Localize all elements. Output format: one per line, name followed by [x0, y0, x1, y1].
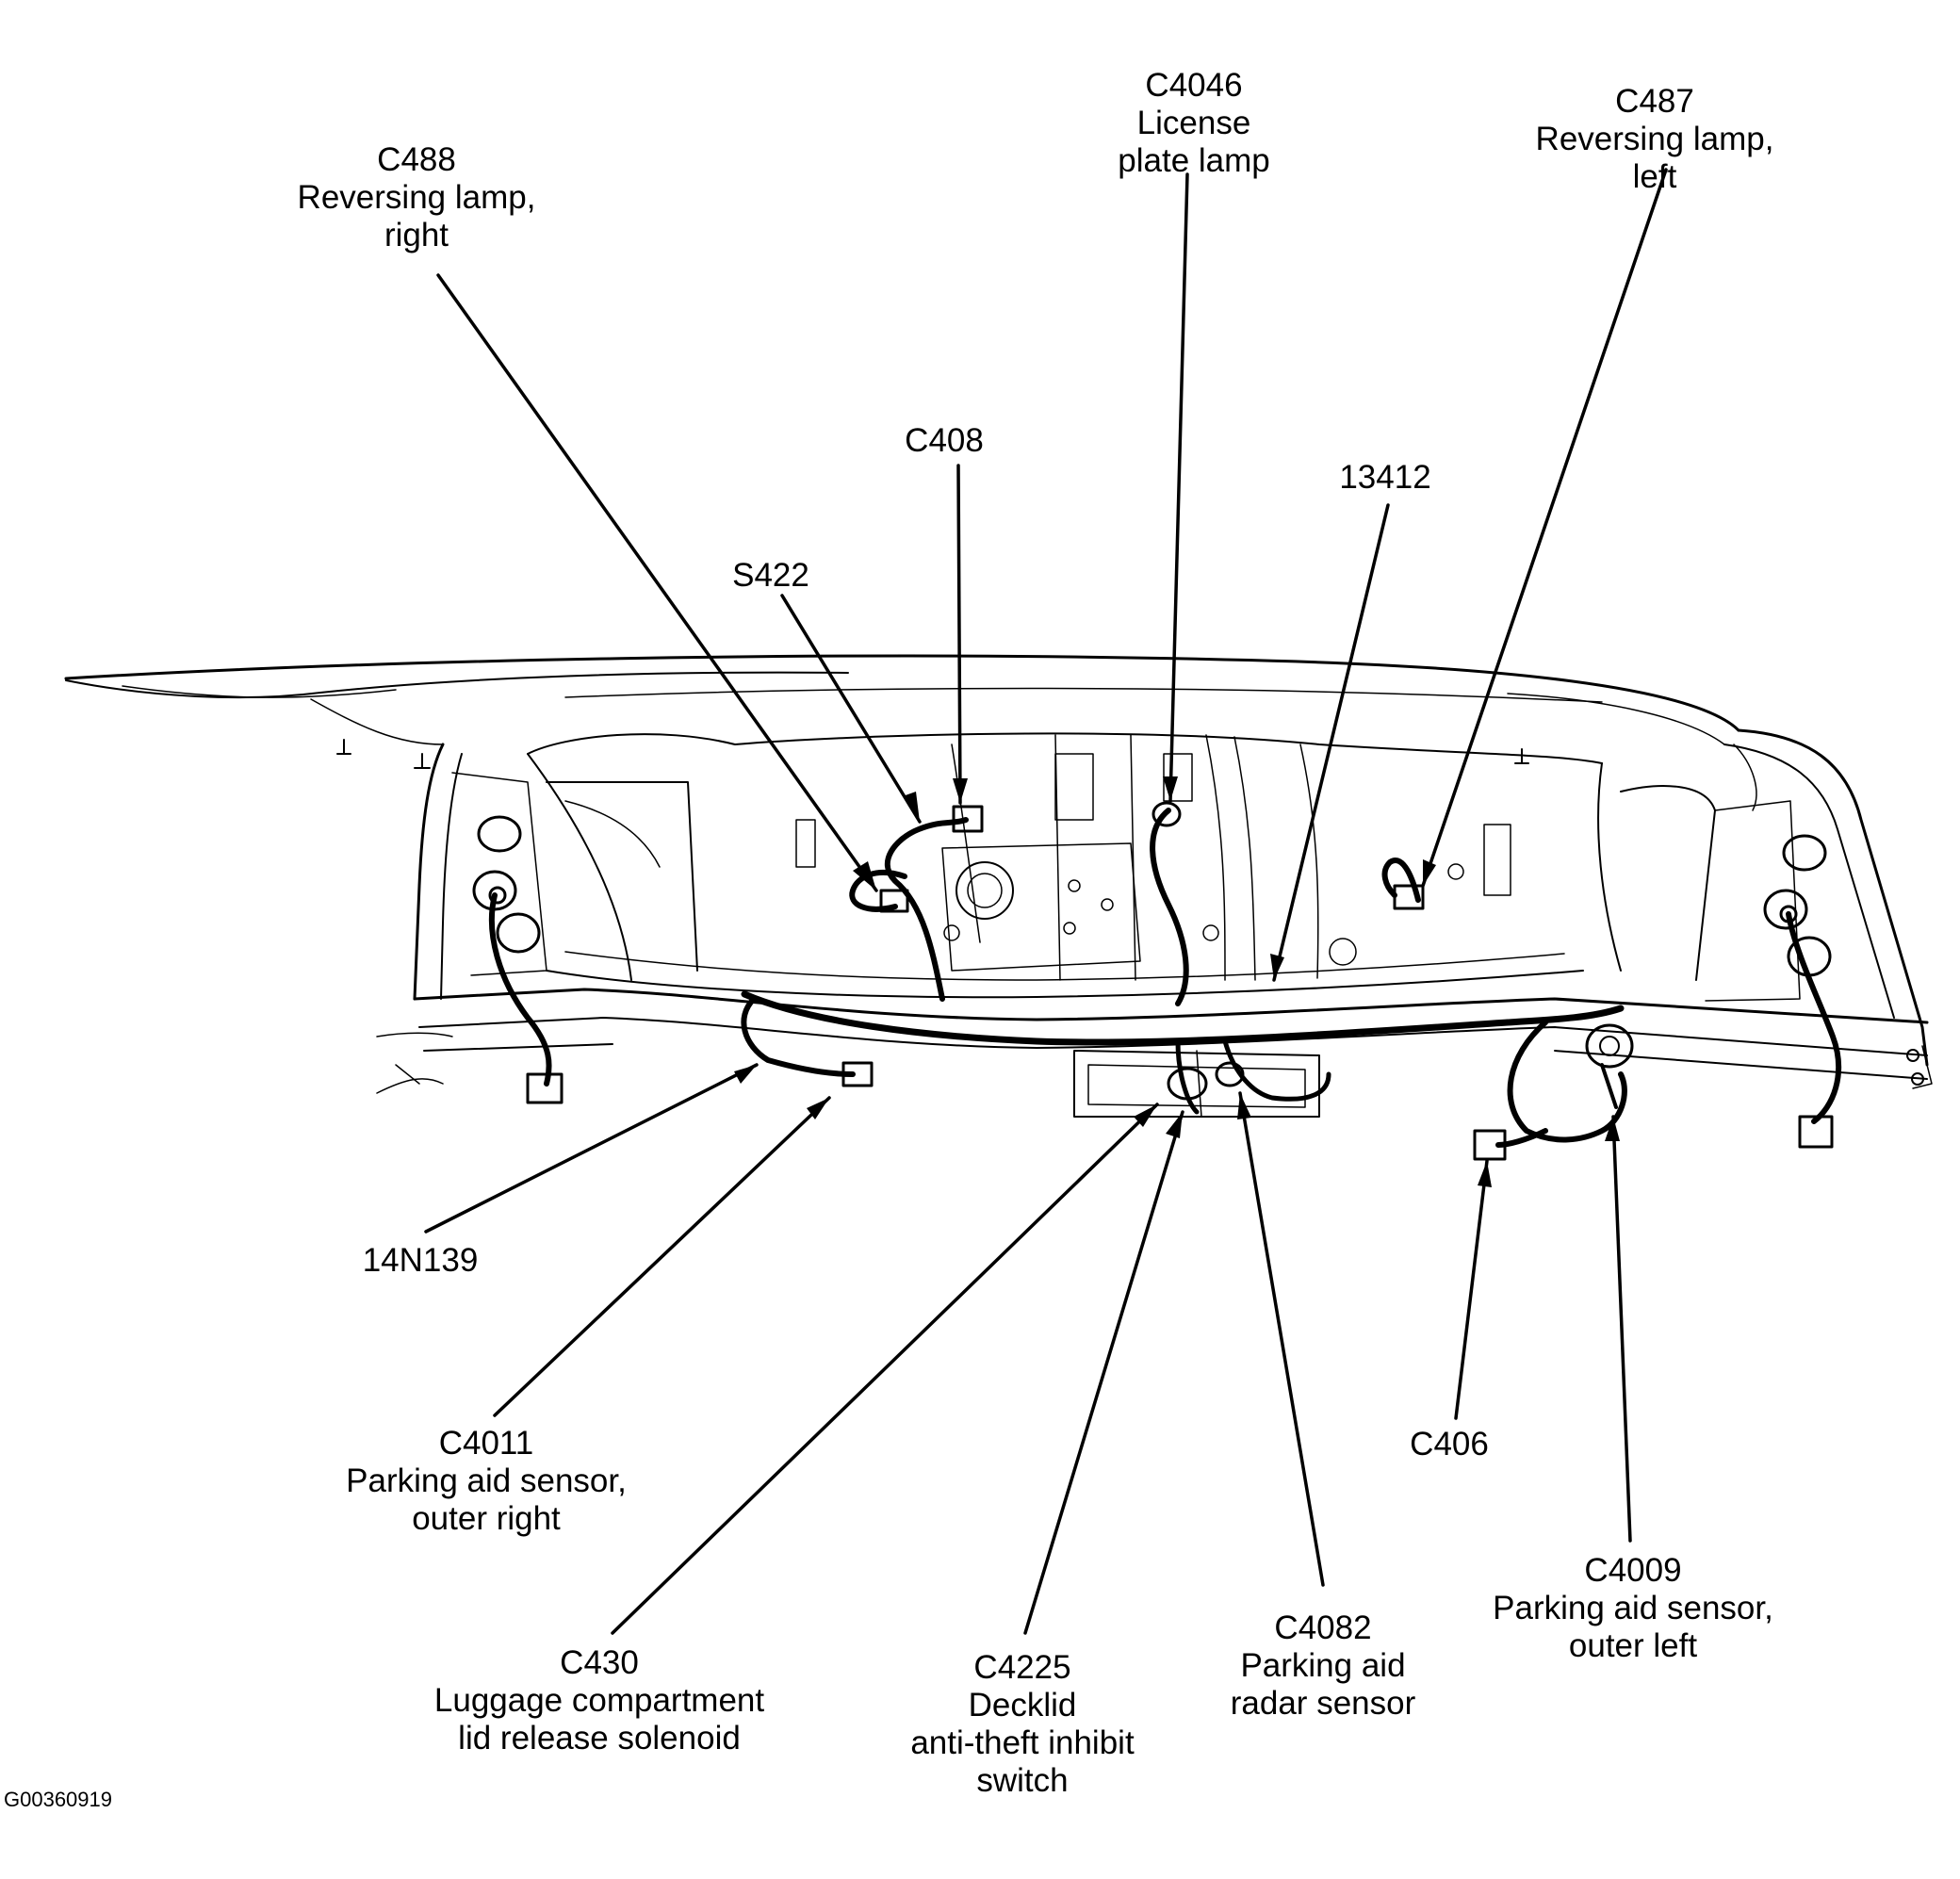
- lamp-assembly-right-side: [1763, 834, 1832, 977]
- callout-c430-desc-line2: lid release solenoid: [458, 1720, 741, 1756]
- callout-c4011-code: C4011: [438, 1425, 534, 1462]
- callout-c488-desc-line2: right: [384, 217, 449, 253]
- callout-c4046: C4046 License plate lamp: [1118, 67, 1269, 180]
- callout-c487: C487 Reversing lamp, left: [1536, 83, 1774, 196]
- callout-c487-desc-line2: left: [1632, 158, 1677, 195]
- callout-c406: C406: [1410, 1426, 1489, 1463]
- callout-c430-code: C430: [560, 1644, 639, 1681]
- callout-c4225-code: C4225: [973, 1649, 1071, 1686]
- callout-c4082-code: C4082: [1274, 1609, 1372, 1646]
- callout-14n139: 14N139: [363, 1242, 479, 1280]
- callout-c487-code: C487: [1615, 83, 1694, 120]
- callout-c4011-desc-line2: outer right: [412, 1500, 561, 1537]
- callout-c488-desc-line1: Reversing lamp,: [297, 179, 536, 216]
- leader-lines: [424, 168, 1668, 1635]
- callout-c488: C488 Reversing lamp, right: [298, 141, 536, 254]
- callout-13412-code: 13412: [1339, 459, 1431, 496]
- callout-14n139-code: 14N139: [362, 1242, 479, 1279]
- callout-c4225: C4225 Decklid anti-theft inhibit switch: [910, 1649, 1134, 1800]
- callout-c4011: C4011 Parking aid sensor, outer right: [346, 1425, 627, 1538]
- callout-c430-desc-line1: Luggage compartment: [433, 1682, 765, 1719]
- lamp-assembly-left-side: [472, 815, 541, 954]
- callout-c4009: C4009 Parking aid sensor, outer left: [1493, 1552, 1773, 1665]
- callout-s422-code: S422: [732, 557, 809, 594]
- callout-s422: S422: [732, 557, 809, 595]
- callout-c487-desc-line1: Reversing lamp,: [1535, 121, 1774, 157]
- callout-c4082-desc-line2: radar sensor: [1230, 1685, 1416, 1722]
- callout-c4225-desc-line1: Decklid: [968, 1687, 1077, 1724]
- callout-c4009-desc-line2: outer left: [1568, 1627, 1698, 1664]
- callout-c4082: C4082 Parking aid radar sensor: [1231, 1609, 1415, 1723]
- callout-c408: C408: [905, 422, 984, 460]
- callout-c4009-code: C4009: [1584, 1552, 1682, 1589]
- callout-c430: C430 Luggage compartment lid release sol…: [434, 1644, 764, 1757]
- callout-c4011-desc-line1: Parking aid sensor,: [346, 1462, 627, 1499]
- callout-c4046-code: C4046: [1145, 67, 1243, 104]
- callout-c4225-desc-line3: switch: [976, 1762, 1069, 1799]
- callout-13412: 13412: [1339, 459, 1430, 497]
- callout-c4082-desc-line1: Parking aid: [1240, 1647, 1406, 1684]
- figure-id: G00360919: [4, 1788, 112, 1811]
- callout-c4046-desc-line2: plate lamp: [1118, 142, 1270, 179]
- callout-c4046-desc-line1: License: [1136, 105, 1251, 141]
- callout-c406-code: C406: [1410, 1426, 1489, 1462]
- callout-c4225-desc-line2: anti-theft inhibit: [910, 1724, 1135, 1761]
- decklid-body: [64, 654, 1933, 1118]
- callout-c4009-desc-line1: Parking aid sensor,: [1493, 1590, 1773, 1626]
- leader-arrowheads: [734, 776, 1620, 1187]
- callout-c488-code: C488: [377, 141, 456, 178]
- callout-c408-code: C408: [905, 422, 984, 459]
- wiring-harness: [489, 801, 1842, 1161]
